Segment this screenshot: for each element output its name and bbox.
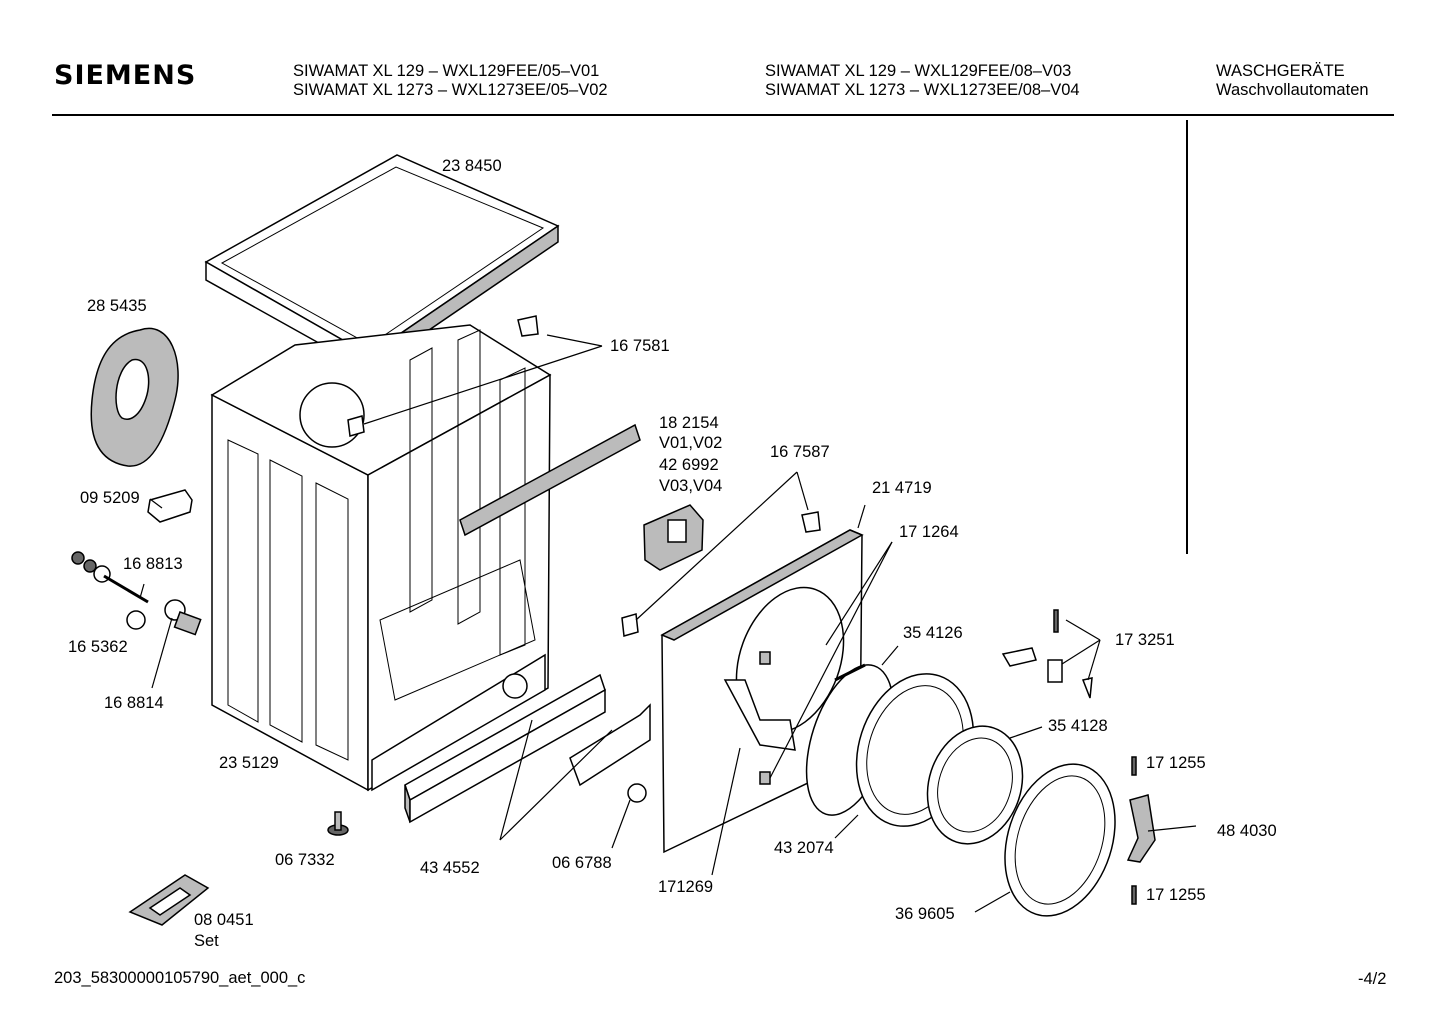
part-label: 06 7332 [275,851,335,869]
part-label: 23 5129 [219,754,279,772]
category-block: WASCHGERÄTE Waschvollautomaten [1216,62,1369,100]
part-label: V01,V02 [659,434,723,452]
back-cover-plate [90,327,179,467]
door-lock [643,504,704,571]
part-label: 36 9605 [895,905,955,923]
part-label: 16 8814 [104,694,164,712]
bracket-095209 [147,489,193,523]
part-label: 43 2074 [774,839,834,857]
clip-167587 [621,511,821,637]
part-label: 48 4030 [1217,822,1277,840]
document-id: 203_58300000105790_aet_000_c [54,969,306,987]
model-list-2: SIWAMAT XL 129 – WXL129FEE/08–V03 SIWAMA… [765,62,1080,100]
part-label: 16 8813 [123,555,183,573]
vertical-divider [1186,120,1188,554]
door-glass [926,725,1024,845]
model-line: SIWAMAT XL 129 – WXL129FEE/05–V01 [293,62,600,80]
part-label: 09 5209 [80,489,140,507]
door-outer-ring [1004,763,1116,917]
category-subtitle: Waschvollautomaten [1216,81,1369,99]
part-label: 43 4552 [420,859,480,877]
part-label: 17 3251 [1115,631,1175,649]
category-title: WASCHGERÄTE [1216,62,1345,80]
part-label: 21 4719 [872,479,932,497]
part-label: 08 0451 [194,911,254,929]
part-label: 17 1255 [1146,754,1206,772]
cabinet [210,324,641,792]
pin-171255-bottom [1131,885,1137,905]
part-label: 16 7587 [770,443,830,461]
front-fascia [404,673,651,824]
adjustable-foot [327,811,349,836]
part-label: 35 4126 [903,624,963,642]
part-label: 28 5435 [87,297,147,315]
knob-066788 [627,783,647,803]
screw-168813 [71,551,149,604]
cap-165362 [126,610,146,630]
header-divider [52,114,1394,116]
part-label: 06 6788 [552,854,612,872]
brand-logo: SIEMENS [54,60,197,91]
part-label: 171269 [658,878,714,896]
leader-lines [139,334,1197,913]
part-label: 35 4128 [1048,717,1108,735]
pin-171255-top [1131,756,1137,776]
clip-167581 [347,315,539,437]
part-label: 16 5362 [68,638,128,656]
part-label: 16 7581 [610,337,670,355]
page-number: -4/2 [1358,970,1387,988]
part-label: 17 1255 [1146,886,1206,904]
part-label: V03,V04 [659,477,723,495]
part-label: 42 6992 [659,456,719,474]
part-label: 18 2154 [659,414,719,432]
part-label: 17 1264 [899,523,959,541]
hinge-parts [1001,609,1093,699]
mounting-plate-set [128,874,210,926]
door-handle [1126,794,1156,863]
model-line: SIWAMAT XL 1273 – WXL1273EE/08–V04 [765,81,1080,99]
model-line: SIWAMAT XL 1273 – WXL1273EE/05–V02 [293,81,608,99]
model-list-1: SIWAMAT XL 129 – WXL129FEE/05–V01 SIWAMA… [293,62,608,100]
part-label: Set [194,932,219,950]
foot-168814 [164,599,202,636]
part-label: 23 8450 [442,157,502,175]
model-line: SIWAMAT XL 129 – WXL129FEE/08–V03 [765,62,1072,80]
